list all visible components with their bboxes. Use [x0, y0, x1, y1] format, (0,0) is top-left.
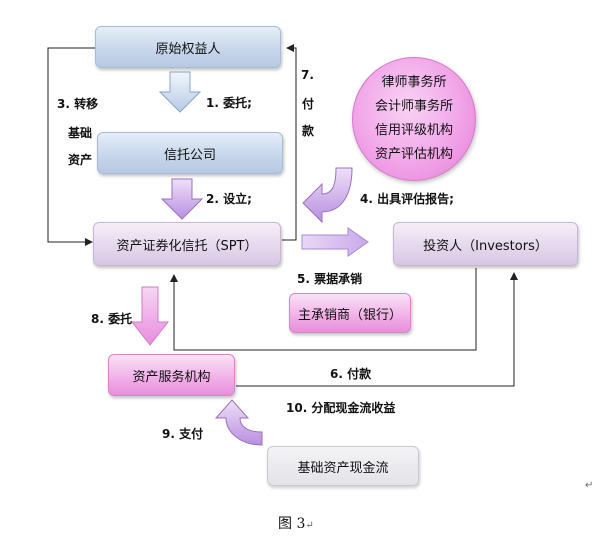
label-step7-line1: 7.	[301, 68, 314, 82]
node-original-owner-label: 原始权益人	[155, 41, 221, 57]
node-servicer-label: 资产服务机构	[132, 369, 211, 385]
caption-mark: ↵	[305, 520, 314, 531]
node-cashflow-label: 基础资产现金流	[297, 460, 389, 476]
node-underwriter-label: 主承销商（银行）	[297, 307, 402, 323]
label-step7-line2: 付	[302, 97, 315, 111]
line-investor-payment	[170, 268, 477, 351]
arrow-to-investors	[301, 227, 369, 257]
node-servicer: 资产服务机构	[108, 354, 235, 396]
agency-appraisal: 资产评估机构	[374, 147, 453, 162]
arrow-entrust	[158, 71, 202, 113]
agency-rating: 信用评级机构	[374, 123, 453, 138]
label-step6: 6. 付款	[330, 367, 372, 381]
agency-law-firm: 律师事务所	[381, 75, 447, 90]
node-investors-label: 投资人（Investors）	[423, 238, 548, 254]
label-step9: 9. 支付	[162, 427, 204, 441]
paragraph-mark: ↵	[585, 480, 594, 491]
node-agencies: 律师事务所 会计师事务所 信用评级机构 资产评估机构	[352, 57, 476, 181]
node-trust-company: 信托公司	[97, 132, 283, 174]
arrow-servicer	[130, 286, 170, 346]
label-step8: 8. 委托	[91, 312, 133, 326]
node-investors: 投资人（Investors）	[393, 222, 578, 266]
label-step10: 10. 分配现金流收益	[286, 401, 396, 415]
line-pay-owner	[282, 44, 297, 241]
arrow-establish	[160, 178, 204, 220]
figure-caption-text: 图 3	[278, 516, 306, 532]
label-step7-line3: 款	[302, 124, 315, 138]
label-step4: 4. 出具评估报告;	[360, 192, 454, 206]
arrow-evaluation	[302, 167, 353, 224]
node-underwriter: 主承销商（银行）	[289, 293, 411, 333]
label-step1: 1. 委托;	[206, 96, 252, 110]
label-step5: 5. 票据承销	[297, 272, 363, 286]
label-step3-line1: 3. 转移	[57, 97, 99, 111]
node-cashflow: 基础资产现金流	[267, 446, 419, 486]
label-step3-line3: 资产	[68, 153, 93, 167]
arrow-payment	[214, 399, 263, 446]
label-step2: 2. 设立;	[206, 192, 252, 206]
agency-accounting-firm: 会计师事务所	[374, 99, 453, 114]
figure-caption: 图 3↵	[278, 513, 314, 533]
line-transfer-assets	[47, 47, 95, 246]
line-distribution	[236, 272, 518, 387]
node-trust-company-label: 信托公司	[163, 147, 216, 163]
node-original-owner: 原始权益人	[95, 26, 281, 68]
label-step3-line2: 基础	[68, 126, 93, 140]
node-spt-label: 资产证券化信托（SPT）	[116, 238, 258, 254]
node-spt: 资产证券化信托（SPT）	[93, 222, 281, 266]
